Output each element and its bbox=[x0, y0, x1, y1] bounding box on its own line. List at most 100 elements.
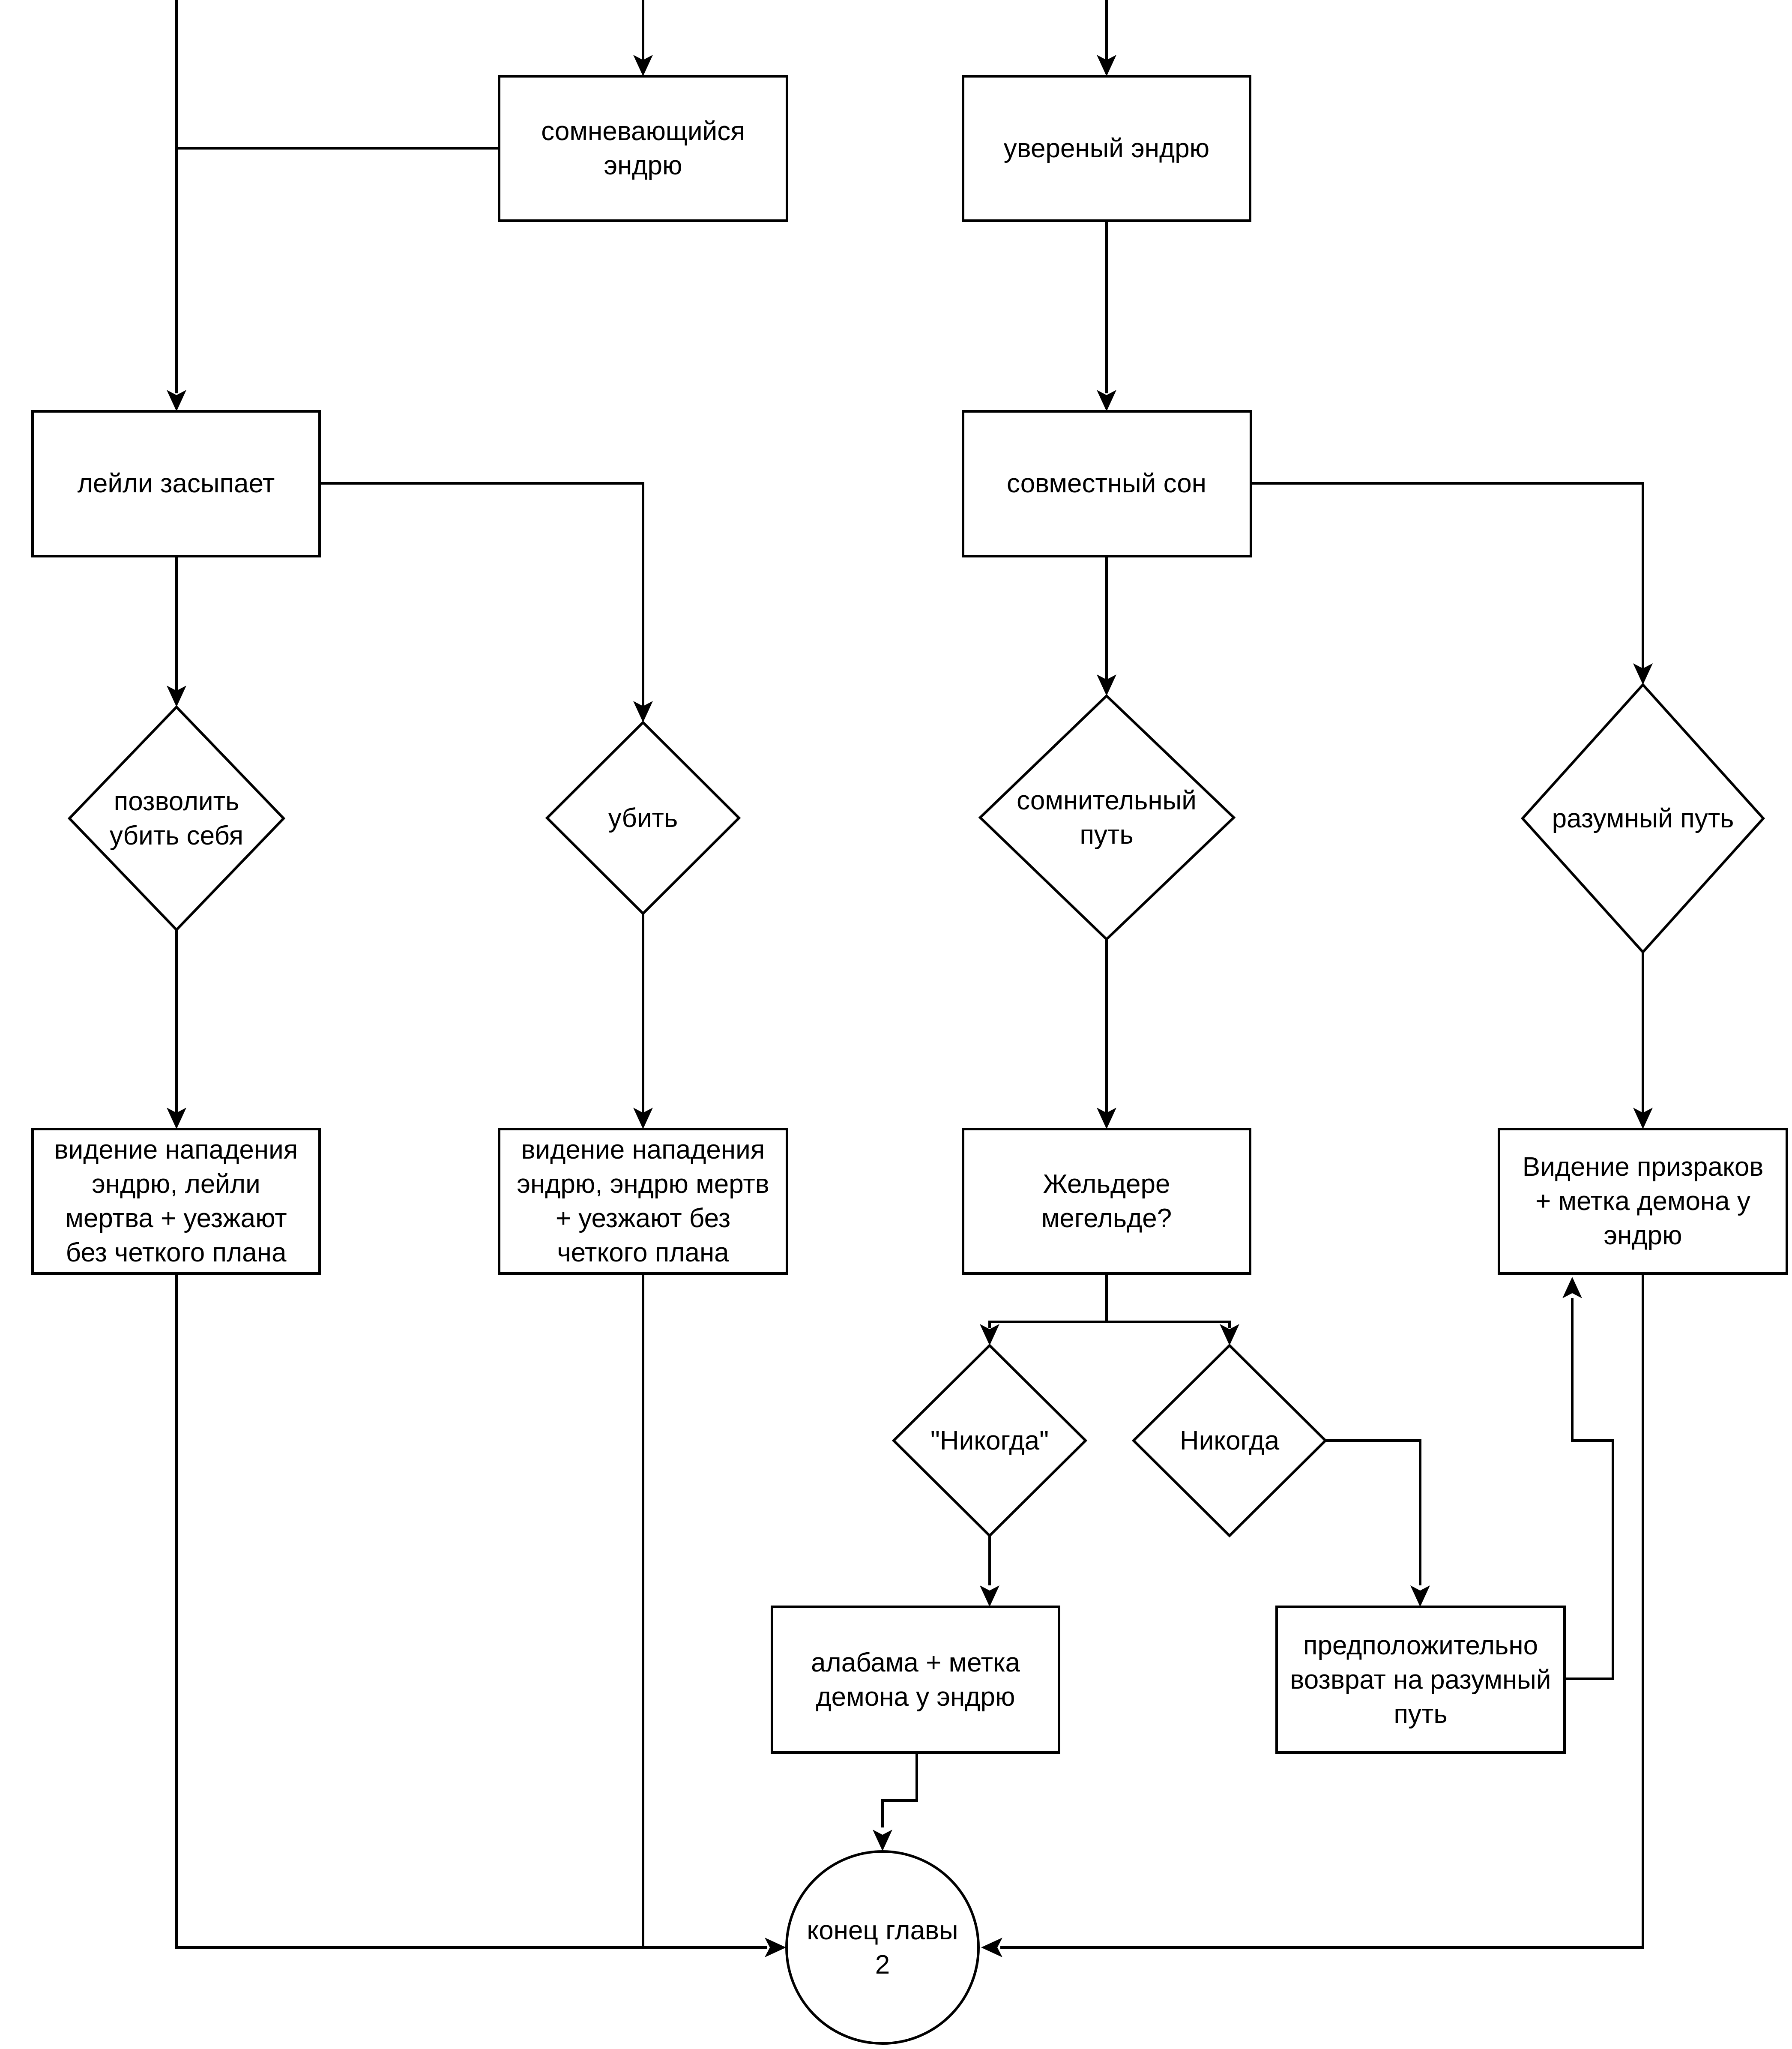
nodes: сомневающийся эндрю увереный эндрю лейли … bbox=[31, 75, 1788, 2045]
arrowheads bbox=[167, 55, 1653, 1957]
node-zheldere-megelde-label: Жельдере мегельде? bbox=[1041, 1169, 1172, 1233]
label-line: путь bbox=[1080, 820, 1133, 850]
arrowhead-presumably bbox=[1410, 1585, 1430, 1607]
label-line: демона у эндрю bbox=[816, 1682, 1015, 1712]
node-kill[interactable]: убить bbox=[545, 720, 741, 916]
label-line: четкого плана bbox=[557, 1238, 729, 1267]
label-line: лейли засыпает bbox=[78, 469, 275, 498]
node-vision-ghosts-label: Видение призраков + метка демона у эндрю bbox=[1523, 1152, 1764, 1250]
label-line: Жельдере bbox=[1043, 1169, 1170, 1199]
node-leyli-falls-asleep[interactable]: лейли засыпает bbox=[31, 410, 321, 557]
node-doubtful-path[interactable]: сомнительный путь bbox=[978, 694, 1236, 941]
label-line: Видение призраков bbox=[1523, 1152, 1764, 1182]
label-line: мегельде? bbox=[1041, 1204, 1172, 1233]
arrowhead-chapter-end-right bbox=[981, 1938, 1002, 1957]
label-line: алабама + метка bbox=[811, 1648, 1020, 1678]
node-never[interactable]: Никогда bbox=[1131, 1343, 1328, 1538]
edge-leyli-to-kill bbox=[320, 482, 644, 707]
label-line: мертва + уезжают bbox=[65, 1204, 287, 1233]
arrowhead-never bbox=[1220, 1324, 1239, 1345]
label-line: сомнительный bbox=[1017, 786, 1197, 815]
node-alabama-mark-label: алабама + метка демона у эндрю bbox=[811, 1648, 1020, 1712]
arrowhead-kill bbox=[633, 701, 653, 722]
edges bbox=[175, 0, 1644, 1949]
label-line: эндрю bbox=[604, 151, 682, 180]
label-line: видение нападения bbox=[54, 1135, 298, 1165]
edge-alabama-to-chapter-end bbox=[881, 1752, 918, 1827]
label-line: увереный эндрю bbox=[1004, 134, 1209, 163]
node-kill-label: убить bbox=[608, 803, 678, 833]
arrowhead-vision-ghosts-loop bbox=[1562, 1277, 1582, 1298]
label-line: эндрю, лейли bbox=[92, 1169, 260, 1199]
label-line: разумный путь bbox=[1552, 804, 1734, 833]
node-chapter-end[interactable]: конец главы 2 bbox=[785, 1850, 980, 2045]
node-allow-kill-self-label: позволить убить себя bbox=[110, 787, 243, 851]
arrowhead-alabama bbox=[980, 1585, 999, 1607]
label-line: "Никогда" bbox=[930, 1426, 1049, 1456]
label-line: без четкого плана bbox=[66, 1238, 287, 1267]
node-confident-andrew[interactable]: увереный эндрю bbox=[962, 75, 1251, 222]
arrowhead-vision-leyli-dead bbox=[167, 1108, 186, 1129]
label-line: убить себя bbox=[110, 821, 243, 851]
arrowhead-never-quoted bbox=[980, 1324, 999, 1345]
label-line: эндрю bbox=[1604, 1221, 1682, 1250]
label-line: позволить bbox=[114, 787, 239, 816]
label-line: + метка демона у bbox=[1535, 1186, 1750, 1216]
node-never-label: Никогда bbox=[1180, 1426, 1280, 1456]
node-joint-sleep[interactable]: совместный сон bbox=[962, 410, 1252, 557]
label-line: Никогда bbox=[1180, 1426, 1280, 1456]
node-never-quoted[interactable]: "Никогда" bbox=[892, 1343, 1088, 1538]
node-allow-kill-self[interactable]: позволить убить себя bbox=[67, 705, 286, 932]
node-zheldere-megelde[interactable]: Жельдере мегельде? bbox=[962, 1128, 1251, 1275]
edge-vision-ghosts-to-chapter-end bbox=[1000, 1273, 1644, 1949]
node-never-quoted-label: "Никогда" bbox=[930, 1426, 1049, 1456]
node-doubting-andrew[interactable]: сомневающийся эндрю bbox=[498, 75, 788, 222]
label-line: убить bbox=[608, 803, 678, 833]
node-doubting-andrew-label: сомневающийся эндрю bbox=[541, 117, 745, 180]
arrowhead-doubtful-path bbox=[1097, 674, 1116, 696]
arrowhead-vision-andrew-dead bbox=[633, 1108, 653, 1129]
arrowhead-allow-kill bbox=[167, 686, 186, 707]
edge-joint-to-reasonable-path bbox=[1251, 482, 1644, 673]
arrowhead-zheldere bbox=[1097, 1108, 1116, 1129]
arrowhead-chapter-end-left bbox=[765, 1938, 786, 1957]
label-line: путь bbox=[1394, 1699, 1447, 1729]
node-joint-sleep-label: совместный сон bbox=[1007, 469, 1206, 498]
node-vision-andrew-dead-label: видение нападения эндрю, эндрю мертв + уез… bbox=[517, 1135, 769, 1267]
edge-left-vision-to-chapter-end bbox=[175, 1273, 767, 1949]
label-line: сомневающийся bbox=[541, 117, 745, 146]
label-line: предположительно bbox=[1303, 1631, 1538, 1660]
arrowhead-joint-sleep bbox=[1097, 390, 1116, 411]
label-line: конец главы bbox=[807, 1916, 958, 1945]
edge-never-to-presumably bbox=[1325, 1439, 1421, 1585]
edge-zheldere-to-never-quoted bbox=[988, 1321, 1107, 1328]
edge-zheldere-to-never bbox=[1107, 1321, 1231, 1328]
node-chapter-end-label: конец главы 2 bbox=[807, 1916, 958, 1980]
arrowhead-leyli-falls-asleep bbox=[167, 390, 186, 411]
label-line: возврат на разумный bbox=[1290, 1665, 1551, 1695]
node-presumably-return[interactable]: предположительно возврат на разумный путь bbox=[1275, 1606, 1566, 1754]
node-vision-andrew-dead[interactable]: видение нападения эндрю, эндрю мертв + уез… bbox=[498, 1128, 788, 1275]
node-vision-ghosts[interactable]: Видение призраков + метка демона у эндрю bbox=[1498, 1128, 1788, 1275]
arrowhead-reasonable-path bbox=[1633, 663, 1653, 685]
label-line: видение нападения bbox=[521, 1135, 765, 1165]
label-line: эндрю, эндрю мертв bbox=[517, 1169, 769, 1199]
node-leyli-falls-asleep-label: лейли засыпает bbox=[78, 469, 275, 498]
node-vision-leyli-dead-label: видение нападения эндрю, лейли мертва + уе… bbox=[54, 1135, 298, 1267]
node-presumably-return-label: предположительно возврат на разумный путь bbox=[1290, 1631, 1551, 1729]
node-confident-andrew-label: увереный эндрю bbox=[1004, 134, 1209, 163]
label-line: совместный сон bbox=[1007, 469, 1206, 498]
node-doubtful-path-label: сомнительный путь bbox=[1017, 786, 1197, 850]
arrowhead-doubting-andrew bbox=[633, 55, 653, 76]
node-alabama-mark[interactable]: алабама + метка демона у эндрю bbox=[771, 1606, 1060, 1754]
arrowhead-confident-andrew bbox=[1097, 55, 1116, 76]
label-line: 2 bbox=[875, 1950, 890, 1980]
node-reasonable-path[interactable]: разумный путь bbox=[1520, 683, 1765, 954]
arrowhead-chapter-end-top bbox=[873, 1830, 892, 1851]
label-line: + уезжают без bbox=[556, 1204, 730, 1233]
node-vision-leyli-dead[interactable]: видение нападения эндрю, лейли мертва + уе… bbox=[31, 1128, 321, 1275]
arrowhead-vision-ghosts-from-top bbox=[1633, 1108, 1653, 1129]
edge-presumably-to-vision-ghosts bbox=[1566, 1298, 1614, 1680]
node-reasonable-path-label: разумный путь bbox=[1552, 804, 1734, 833]
